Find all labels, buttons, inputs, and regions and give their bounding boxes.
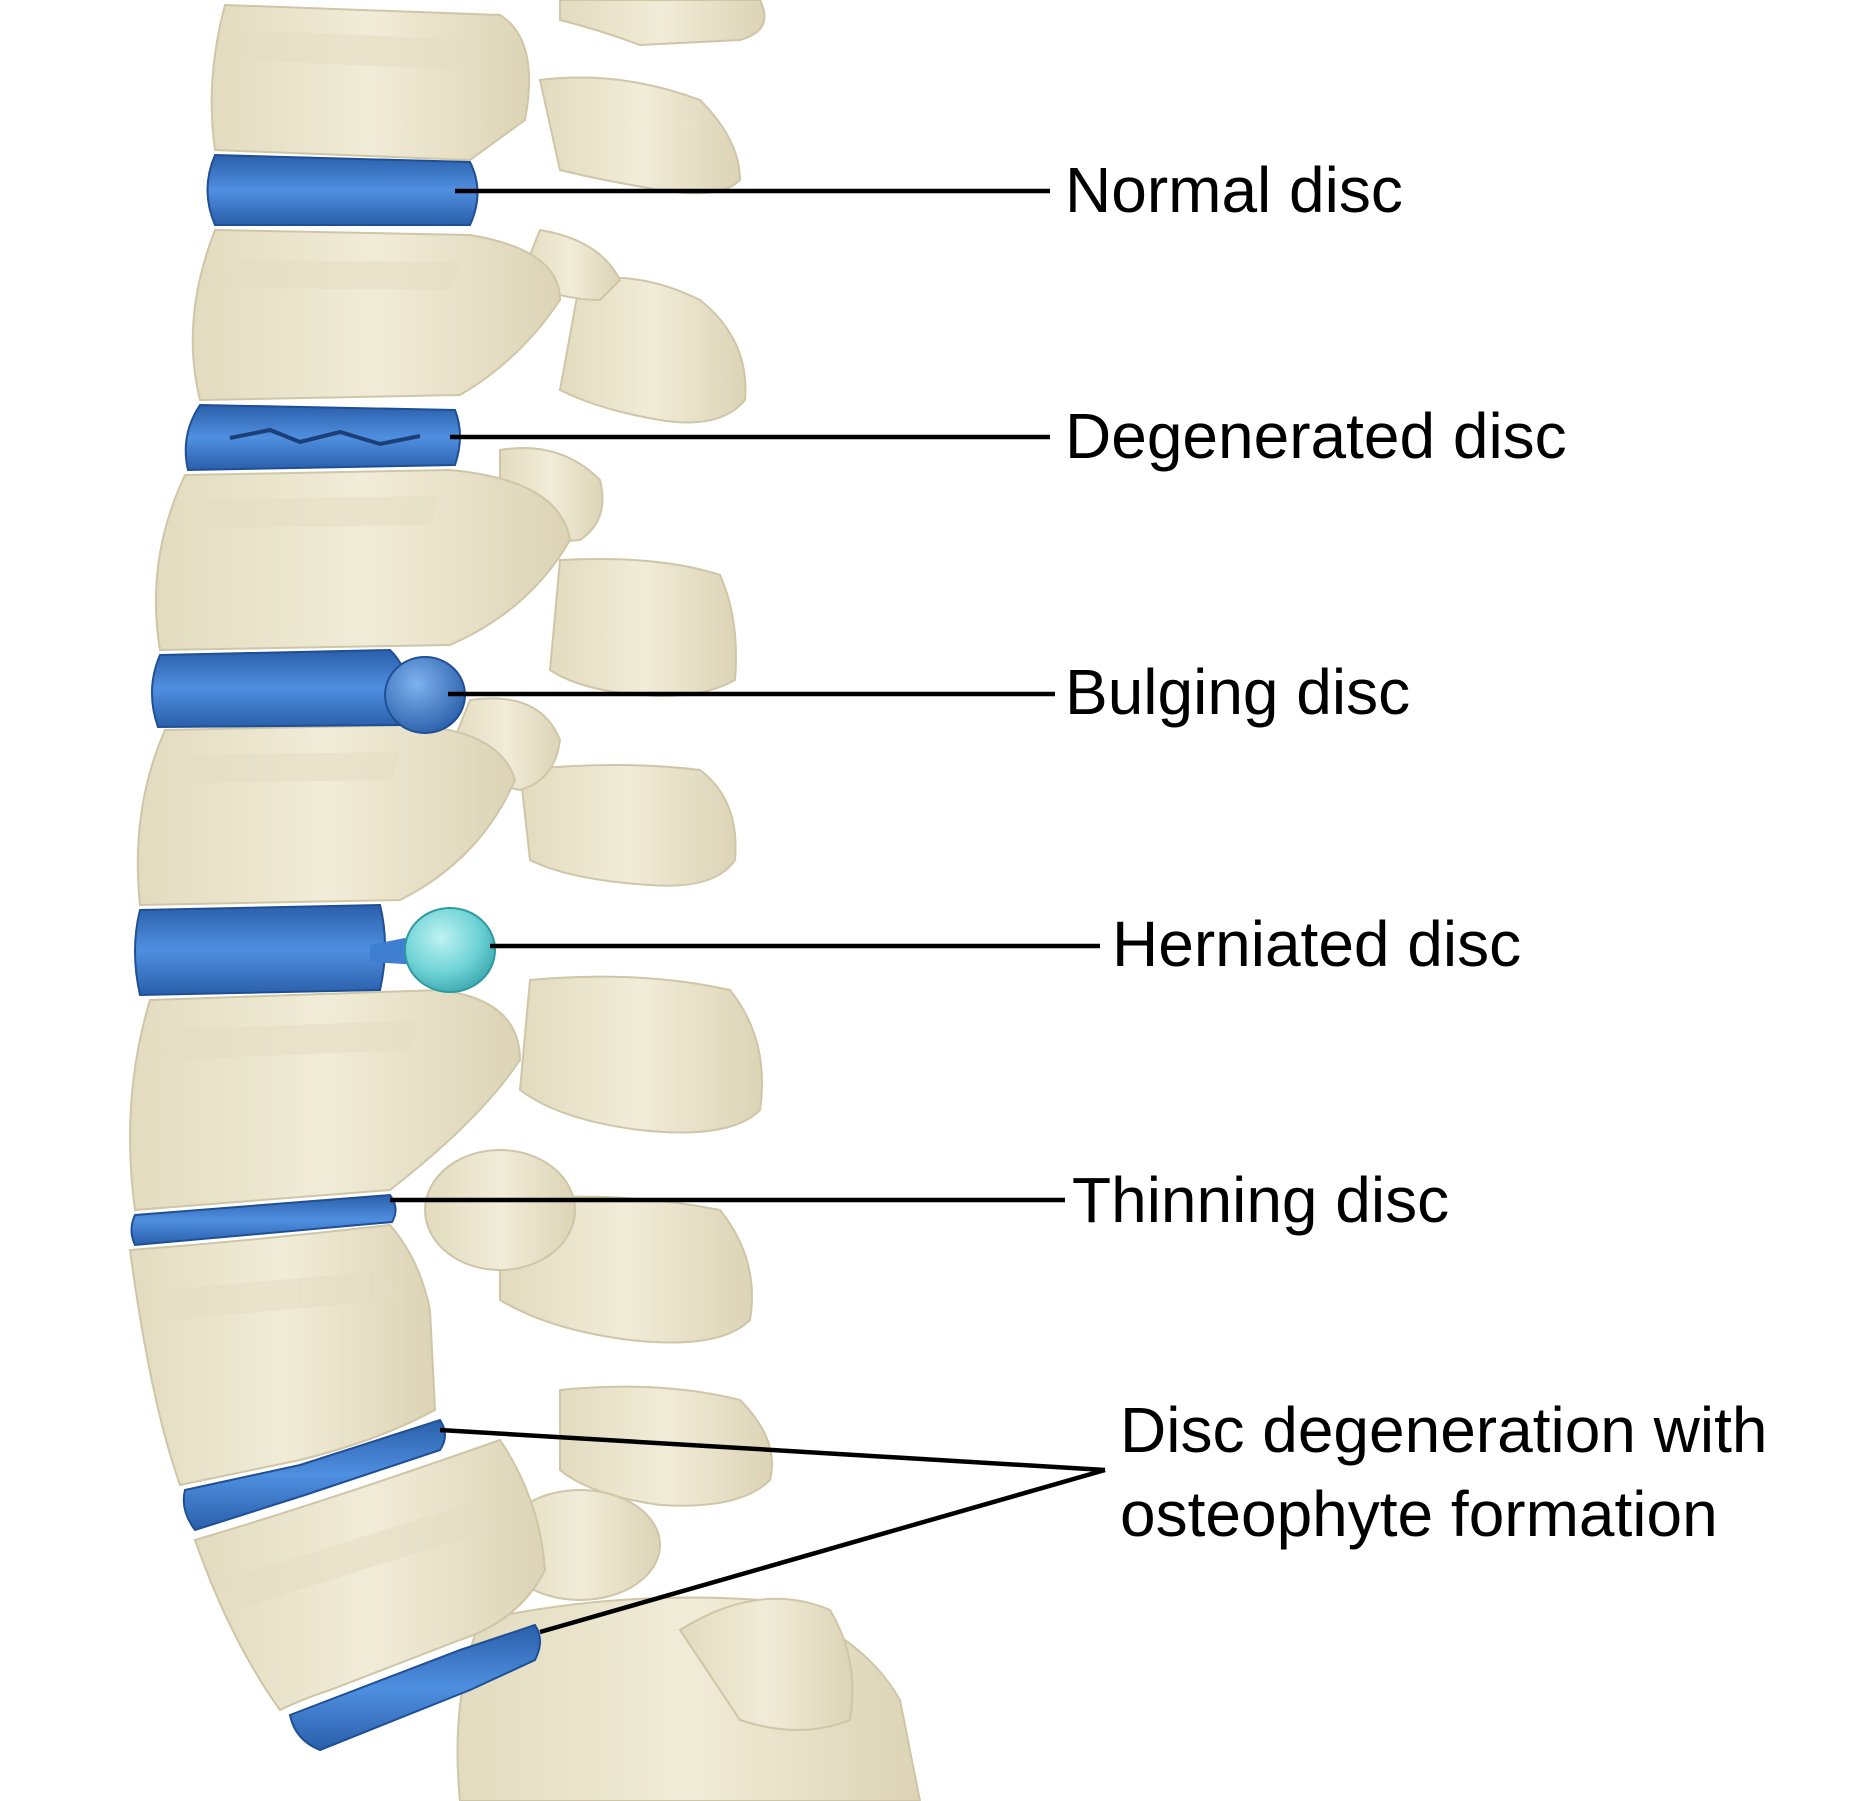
posterior-processes [424,0,922,1801]
label-osteophyte-line2: osteophyte formation [1120,1478,1718,1550]
label-degenerated-disc: Degenerated disc [1065,400,1567,472]
vertebral-bodies [128,3,572,1712]
herniation-shape [404,907,496,993]
leader-osteophyte-upper [439,1427,1106,1473]
label-normal-disc: Normal disc [1065,154,1403,226]
leader-osteophyte-lower [539,1467,1106,1635]
labels: Normal disc Degenerated disc Bulging dis… [1065,154,1767,1550]
osteophyte-disc-upper [182,1418,446,1532]
normal-disc-shape [206,153,479,226]
intervertebral-discs [130,153,541,1752]
herniated-disc-shape [134,903,386,997]
label-herniated-disc: Herniated disc [1112,908,1521,980]
leader-lines [390,188,1106,1635]
label-bulging-disc: Bulging disc [1065,656,1410,728]
bulging-disc-shape [150,648,409,729]
osteophyte-disc-lower [288,1623,541,1752]
label-thinning-disc: Thinning disc [1072,1164,1449,1236]
label-osteophyte-line1: Disc degeneration with [1120,1394,1767,1466]
